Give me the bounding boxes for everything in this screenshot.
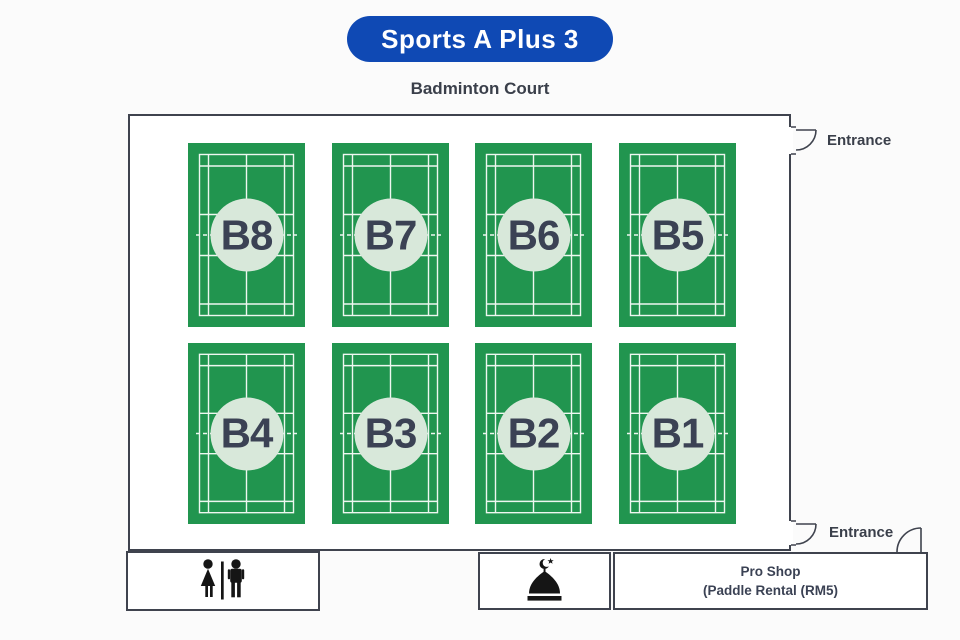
pro-shop-name: Pro Shop	[740, 564, 801, 579]
page-subtitle: Badminton Court	[410, 79, 550, 98]
restroom-box	[126, 551, 320, 611]
court-b4[interactable]: B4	[188, 343, 305, 524]
venue-title-badge: Sports A Plus 3	[347, 16, 613, 62]
restroom-icon	[200, 559, 245, 600]
court-label: B8	[220, 211, 274, 258]
court-label-circle: B1	[641, 397, 714, 470]
court-label: B2	[507, 409, 561, 457]
court-label-circle: B7	[354, 198, 427, 272]
court-label-circle: B6	[497, 198, 570, 272]
court-b3[interactable]: B3	[332, 343, 449, 524]
court-b5[interactable]: B5	[619, 143, 736, 327]
court-label-circle: B4	[210, 397, 283, 470]
door-gap-top	[787, 127, 793, 154]
court-label: B6	[507, 211, 561, 258]
venue-title: Sports A Plus 3	[381, 23, 579, 54]
court-label: B4	[220, 409, 274, 457]
court-label: B3	[364, 409, 418, 457]
entrance-label-bottom: Entrance	[829, 524, 894, 541]
court-label-circle: B8	[210, 198, 283, 272]
court-label: B7	[364, 211, 418, 258]
court-label-circle: B5	[641, 198, 714, 272]
court-b6[interactable]: B6	[475, 143, 592, 327]
court-label-circle: B2	[497, 397, 570, 470]
court-b7[interactable]: B7	[332, 143, 449, 327]
court-b1[interactable]: B1	[619, 343, 736, 524]
court-label-circle: B3	[354, 397, 427, 470]
pro-shop-box: Pro Shop (Paddle Rental (RM5)	[613, 552, 928, 610]
court-b8[interactable]: B8	[188, 143, 305, 327]
pro-shop-note: (Paddle Rental (RM5)	[702, 583, 838, 598]
court-b2[interactable]: B2	[475, 343, 592, 524]
entrance-label-top: Entrance	[827, 132, 892, 149]
door-gap-bottom	[787, 521, 793, 545]
prayer-room-box	[478, 552, 611, 610]
court-label: B1	[651, 409, 705, 457]
court-label: B5	[651, 211, 705, 258]
mosque-icon	[527, 558, 561, 601]
